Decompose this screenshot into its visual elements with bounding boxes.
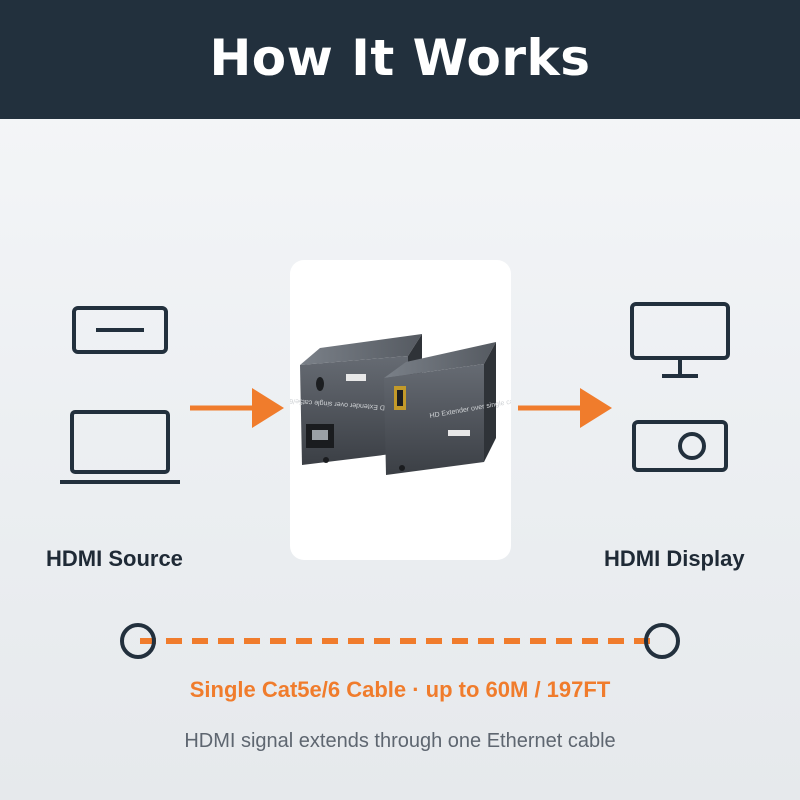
product-card: HD Extender over single cat5e/6 HD Exten… — [289, 260, 530, 560]
arrow-right-icon — [518, 388, 612, 428]
page-title: How It Works — [209, 28, 591, 87]
hdmi-extender-pair-image: HD Extender over single cat5e/6 HD Exten… — [289, 334, 530, 475]
header-banner: How It Works — [0, 0, 800, 119]
cable-end-left-icon — [120, 623, 156, 659]
monitor-icon — [630, 302, 730, 378]
cable-line-graphic — [120, 623, 680, 659]
hdmi-source-label: HDMI Source — [46, 546, 183, 571]
hdmi-display-label: HDMI Display — [604, 546, 745, 571]
laptop-icon — [60, 410, 180, 484]
projector-icon — [632, 420, 728, 472]
cable-title: Single Cat5e/6 Cable · up to 60M / 197FT — [189, 677, 611, 702]
cable-subtitle: HDMI signal extends through one Ethernet… — [184, 730, 616, 752]
arrow-right-icon — [190, 388, 284, 428]
set-top-box-icon — [72, 306, 168, 354]
cable-end-right-icon — [644, 623, 680, 659]
